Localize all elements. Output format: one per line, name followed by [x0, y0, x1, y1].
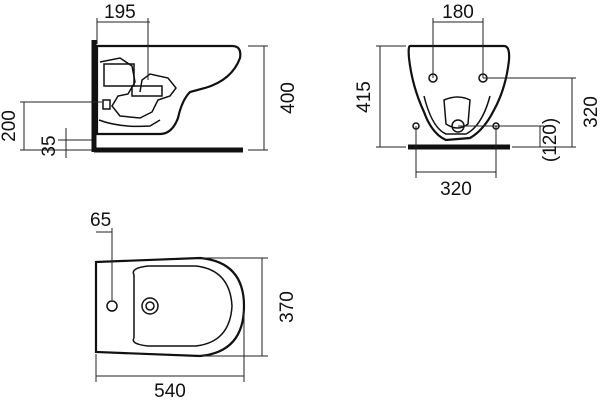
front-view: 180 415 320 (120) 320 [354, 2, 600, 200]
dim-top-offset-hole: 65 [90, 210, 111, 231]
side-view: 195 400 200 35 [0, 2, 299, 158]
side-base-curve [98, 119, 161, 128]
side-channel [131, 85, 163, 97]
dim-front-width-top: 180 [442, 2, 474, 23]
dim-front-width-bottom: 320 [440, 179, 472, 200]
top-tap-hole [106, 300, 118, 312]
dim-side-height-outlet: 200 [0, 110, 20, 142]
top-rim-inner [132, 265, 233, 347]
top-bowl-outline [94, 256, 246, 358]
dim-front-height-left: 415 [354, 81, 375, 113]
side-bowl-outline [95, 44, 242, 136]
top-view: 65 370 540 [90, 210, 298, 400]
front-bowl-outline [407, 44, 511, 142]
dim-front-height-paren: (120) [540, 118, 561, 162]
side-outlet-port [102, 99, 111, 110]
side-inlet [103, 63, 135, 87]
dim-top-length: 540 [154, 381, 186, 400]
dim-side-height-total: 400 [278, 82, 299, 114]
dim-front-height-right: 320 [581, 96, 600, 128]
front-inner-curve [423, 95, 491, 135]
dim-side-width-top: 195 [104, 2, 136, 23]
dim-side-height-bottom: 35 [39, 135, 60, 156]
top-drain-inner [145, 301, 155, 311]
dim-top-depth: 370 [277, 291, 298, 323]
top-drain-outer [141, 297, 159, 315]
front-drain [443, 96, 471, 129]
